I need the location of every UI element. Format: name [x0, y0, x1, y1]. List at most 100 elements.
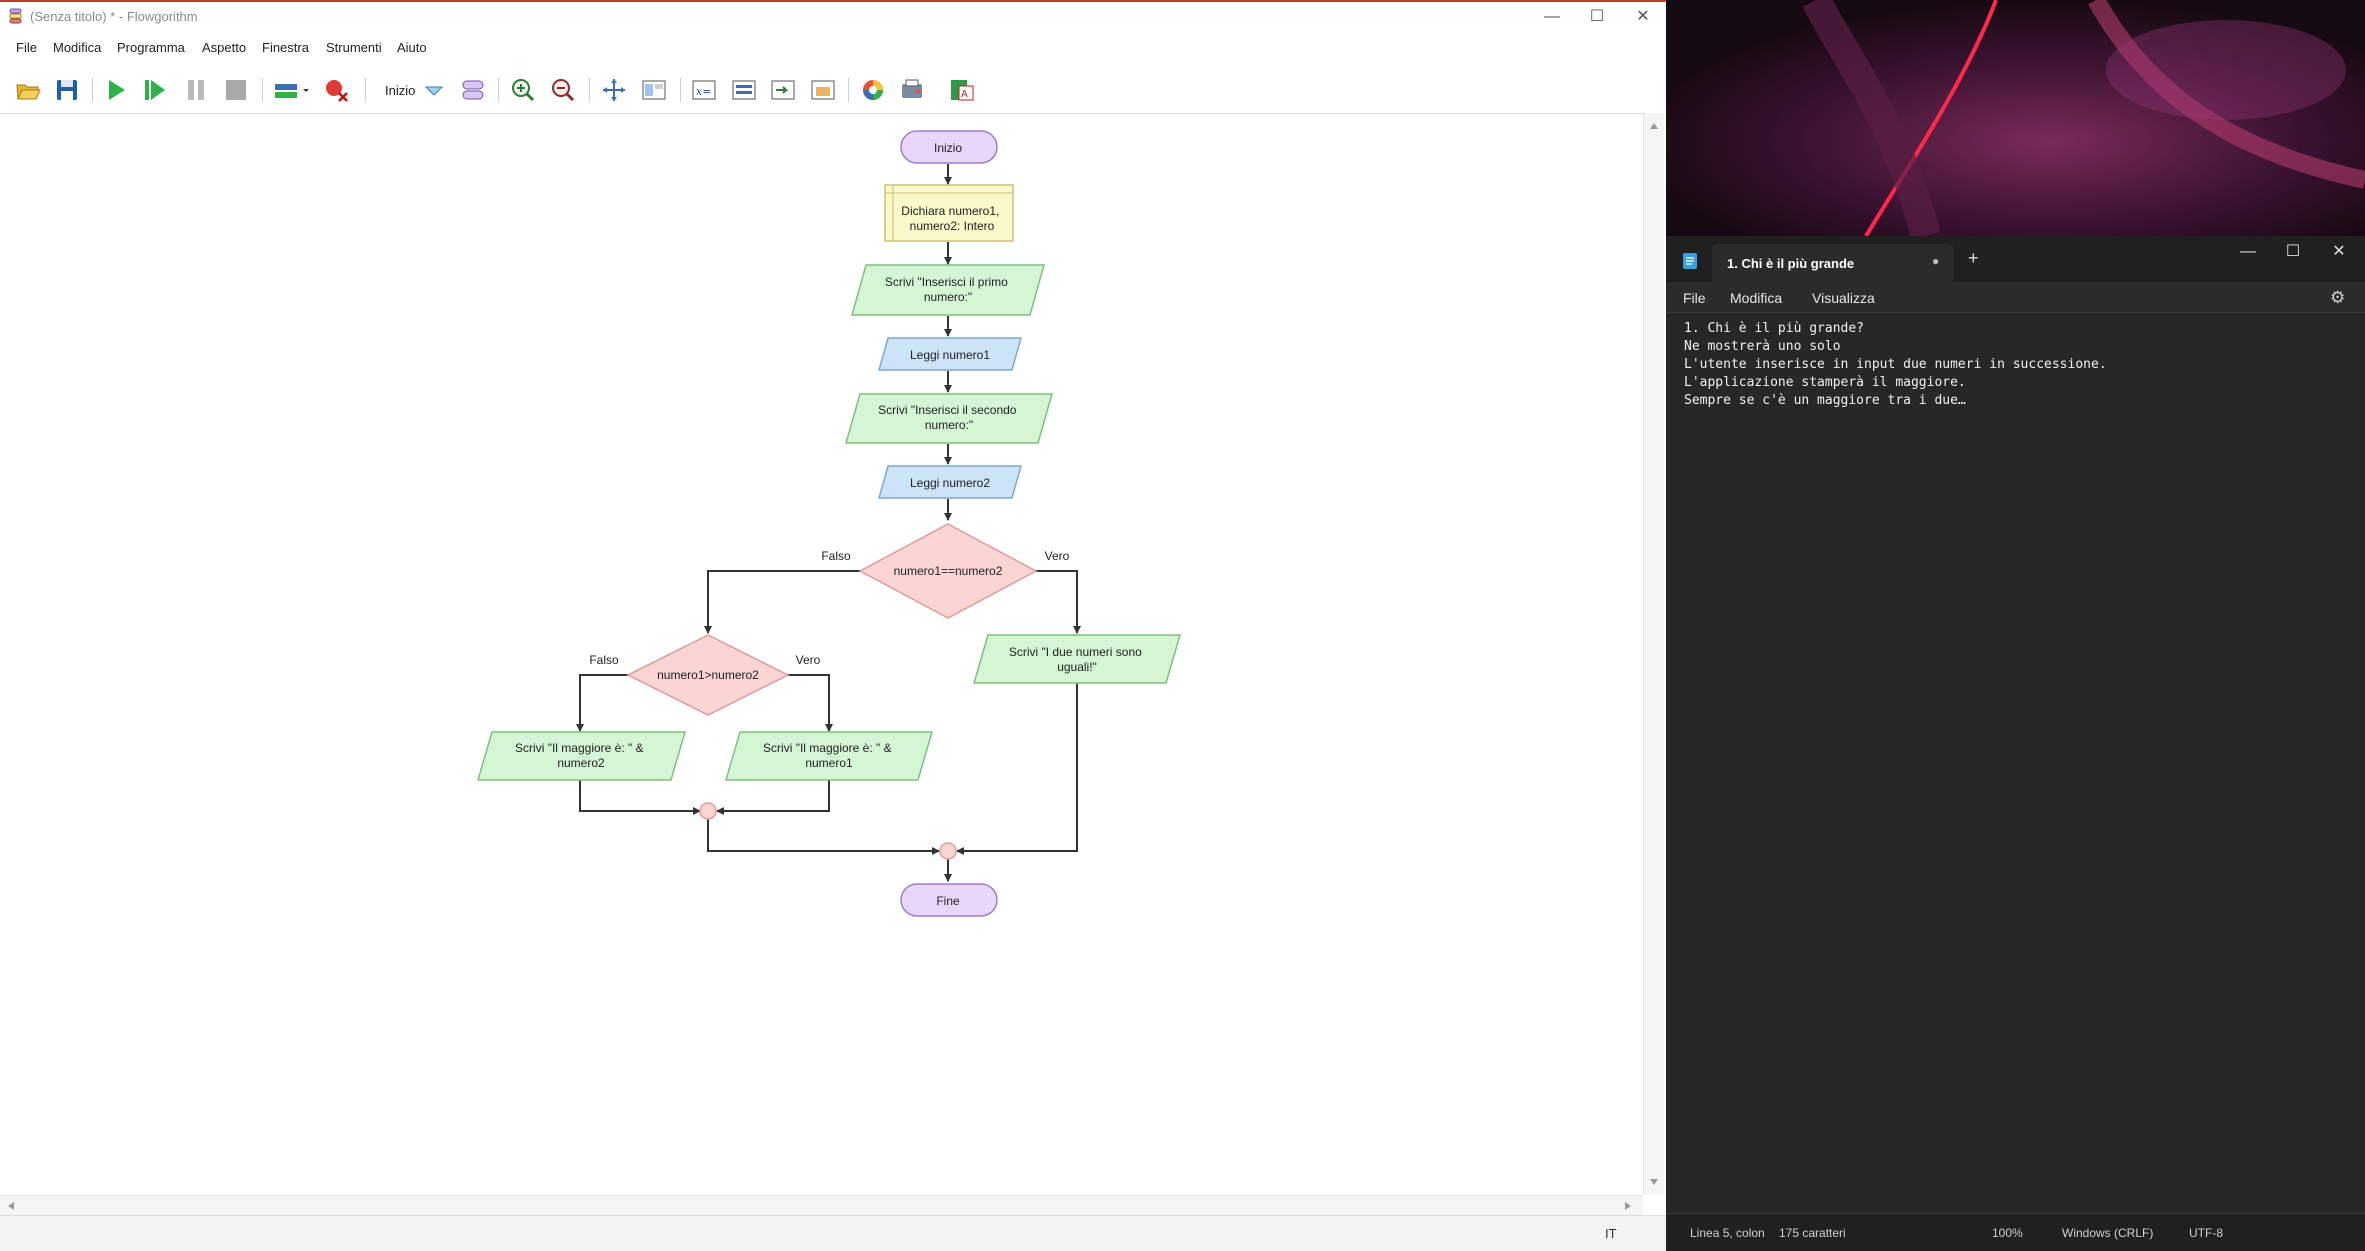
output-block-prompt-first[interactable]: Scrivi "Inserisci il primo numero:": [851, 264, 1045, 316]
encoding[interactable]: UTF-8: [2189, 1226, 2223, 1240]
notepad-tab-bar: 1. Chi è il più grande ● + — ☐ ✕: [1666, 236, 2365, 282]
menu-visualizza[interactable]: Visualizza: [1812, 290, 1875, 306]
menu-programma[interactable]: Programma: [117, 40, 185, 55]
end-label: Fine: [936, 894, 960, 908]
unsaved-dot-icon[interactable]: ●: [1932, 254, 1940, 268]
notepad-status-bar: Linea 5, colon 175 caratteri 100% Window…: [1666, 1213, 2365, 1251]
notepad-icon: [1683, 253, 1697, 269]
zoom-in-icon[interactable]: [509, 76, 537, 104]
toolbar-separator: [680, 78, 681, 102]
clear-breakpoints-icon[interactable]: [322, 76, 350, 104]
declare-block[interactable]: Dichiara numero1, numero2: Intero: [884, 184, 1014, 242]
output-block-equal[interactable]: Scrivi "I due numeri sono uguali!": [973, 634, 1181, 684]
text-line: L'applicazione stamperà il maggiore.: [1684, 375, 1966, 390]
output-block-maggiore-numero2[interactable]: Scrivi "Il maggiore è: " & numero2: [477, 731, 686, 781]
character-count: 175 caratteri: [1779, 1226, 1846, 1240]
output-block-maggiore-numero1[interactable]: Scrivi "Il maggiore è: " & numero1: [725, 731, 933, 781]
svg-text:Scrivi "Inserisci il secondo: Scrivi "Inserisci il secondo numero:": [878, 403, 1020, 432]
start-label: Inizio: [934, 141, 962, 155]
maximize-button[interactable]: ☐: [2285, 243, 2301, 260]
flowchart-canvas[interactable]: Inizio Dichiara numero1, numero2: Intero…: [0, 113, 1643, 1196]
editor-text[interactable]: 1. Chi è il più grande?Ne mostrerà uno s…: [1684, 320, 2107, 410]
menu-file[interactable]: File: [16, 40, 37, 55]
function-manager-icon[interactable]: [459, 76, 487, 104]
save-icon[interactable]: [53, 76, 81, 104]
scroll-arrows-icon: [8, 1202, 1631, 1210]
console-icon[interactable]: [769, 76, 797, 104]
toolbar-separator: [92, 78, 93, 102]
connector-lines: [576, 164, 1081, 882]
function-selector[interactable]: Inizio: [385, 83, 416, 98]
menu-modifica[interactable]: Modifica: [1730, 290, 1783, 306]
menu-aiuto[interactable]: Aiuto: [397, 40, 427, 55]
toolbar: Inizio x= A: [0, 66, 1666, 112]
source-code-icon[interactable]: [730, 76, 758, 104]
settings-gear-icon[interactable]: ⚙: [2330, 288, 2346, 307]
step-icon[interactable]: [141, 76, 169, 104]
run-icon[interactable]: [102, 76, 130, 104]
flowgorithm-window: (Senza titolo) * - Flowgorithm — ☐ ✕ Fil…: [0, 0, 1666, 1251]
toolbar-separator: [365, 78, 366, 102]
svg-text:Scrivi "Il maggiore è: " &: Scrivi "Il maggiore è: " & numero1: [763, 741, 895, 770]
text-editor[interactable]: 1. Chi è il più grande?Ne mostrerà uno s…: [1666, 312, 2365, 1213]
tab-document[interactable]: 1. Chi è il più grande ●: [1712, 244, 1954, 282]
pause-icon[interactable]: [182, 76, 210, 104]
wallpaper-art: [1666, 0, 2365, 236]
export-icon[interactable]: A: [948, 76, 976, 104]
maximize-button[interactable]: ☐: [1589, 8, 1605, 25]
zoom-level[interactable]: 100%: [1992, 1226, 2023, 1240]
start-terminal[interactable]: Inizio: [900, 130, 998, 164]
title-bar: (Senza titolo) * - Flowgorithm — ☐ ✕: [0, 0, 1666, 30]
scroll-arrows-icon: [1650, 123, 1658, 1185]
output-block-prompt-second[interactable]: Scrivi "Inserisci il secondo numero:": [845, 393, 1053, 444]
decision-greater-true-label: Vero: [796, 653, 821, 667]
close-button[interactable]: ✕: [2332, 243, 2346, 260]
close-button[interactable]: ✕: [1636, 8, 1650, 25]
svg-text:numero1>numero2: numero1>numero2: [657, 668, 759, 682]
svg-text:Scrivi "I due numeri sono: Scrivi "I due numeri sono uguali!": [1009, 645, 1145, 674]
decision-equal-true-label: Vero: [1045, 549, 1070, 563]
decision-equal-false-label: Falso: [821, 549, 851, 563]
declare-label: Dichiara numero1, numero2: Intero: [901, 204, 1002, 233]
decision-equal[interactable]: numero1==numero2: [858, 523, 1038, 619]
color-scheme-icon[interactable]: [859, 76, 887, 104]
minimize-button[interactable]: —: [2240, 243, 2256, 260]
decision-greater[interactable]: numero1>numero2: [626, 634, 790, 716]
menu-file[interactable]: File: [1683, 290, 1706, 306]
stop-icon[interactable]: [222, 76, 250, 104]
print-icon[interactable]: [898, 76, 926, 104]
menu-strumenti[interactable]: Strumenti: [326, 40, 382, 55]
horizontal-scrollbar[interactable]: [0, 1195, 1643, 1216]
decision-greater-false-label: Falso: [589, 653, 619, 667]
svg-text:Scrivi "Il maggiore è: " &: Scrivi "Il maggiore è: " & numero2: [515, 741, 647, 770]
notepad-menu-bar: File Modifica Visualizza ⚙: [1666, 282, 2365, 312]
input-block-numero2[interactable]: Leggi numero2: [878, 465, 1022, 499]
menu-bar: File Modifica Programma Aspetto Finestra…: [0, 36, 1666, 60]
run-speed-icon[interactable]: [273, 76, 313, 104]
text-line: Sempre se c'è un maggiore tra i due…: [1684, 393, 1966, 408]
variables-icon[interactable]: x=: [690, 76, 718, 104]
toolbar-separator: [262, 78, 263, 102]
chevron-down-icon[interactable]: [420, 76, 448, 104]
text-line: L'utente inserisce in input due numeri i…: [1684, 357, 2107, 372]
text-line: Ne mostrerà uno solo: [1684, 339, 1841, 354]
menu-modifica[interactable]: Modifica: [53, 40, 102, 55]
chart-window-icon[interactable]: [809, 76, 837, 104]
menu-aspetto[interactable]: Aspetto: [202, 40, 247, 55]
cursor-position: Linea 5, colon: [1690, 1226, 1765, 1240]
layout-icon[interactable]: [640, 76, 668, 104]
open-folder-icon[interactable]: [14, 76, 42, 104]
minimize-button[interactable]: —: [1544, 8, 1560, 25]
svg-text:Leggi numero2: Leggi numero2: [910, 476, 990, 490]
zoom-out-icon[interactable]: [549, 76, 577, 104]
new-tab-button[interactable]: +: [1968, 248, 1979, 268]
svg-text:A: A: [961, 89, 968, 100]
svg-text:Leggi numero1: Leggi numero1: [910, 348, 990, 362]
input-block-numero1[interactable]: Leggi numero1: [878, 337, 1022, 371]
menu-finestra[interactable]: Finestra: [262, 40, 309, 55]
toolbar-separator: [848, 78, 849, 102]
vertical-scrollbar[interactable]: [1643, 113, 1664, 1195]
line-ending[interactable]: Windows (CRLF): [2062, 1226, 2154, 1240]
end-terminal[interactable]: Fine: [900, 883, 998, 917]
fit-view-icon[interactable]: [600, 76, 628, 104]
